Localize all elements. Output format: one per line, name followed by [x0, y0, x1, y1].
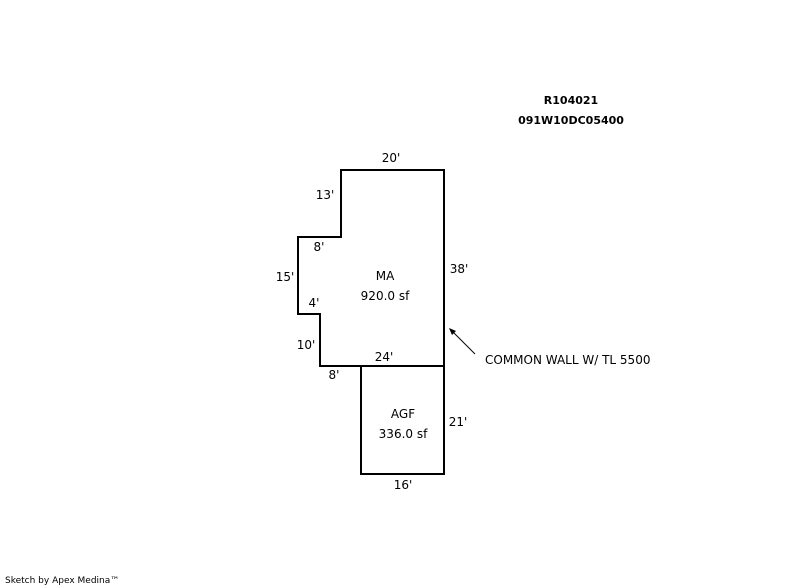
arrow-icon [449, 328, 476, 355]
account-number: R104021 [544, 94, 598, 107]
dim-ma-right: 38' [450, 262, 469, 276]
dim-agf-offset: 8' [329, 368, 340, 382]
agf-label: AGF [391, 407, 415, 421]
dim-ma-top: 20' [382, 151, 401, 165]
dim-ma-step-lower: 4' [309, 296, 320, 310]
dim-ma-bottom: 24' [375, 350, 394, 364]
ma-area: 920.0 sf [361, 289, 410, 303]
dim-agf-bottom: 16' [394, 478, 413, 492]
ma-label: MA [376, 269, 395, 283]
agf-outline [360, 365, 445, 475]
footer-credit: Sketch by Apex Medina™ [5, 576, 119, 586]
map-number: 091W10DC05400 [518, 114, 624, 127]
dim-ma-left-mid: 15' [276, 270, 295, 284]
ma-outline [297, 169, 445, 367]
dim-ma-left-upper: 13' [316, 188, 335, 202]
dim-agf-right: 21' [449, 415, 468, 429]
common-wall-note: COMMON WALL W/ TL 5500 [485, 353, 650, 367]
dim-ma-left-lower: 10' [297, 338, 316, 352]
agf-area: 336.0 sf [379, 427, 428, 441]
dim-ma-step-upper: 8' [314, 240, 325, 254]
